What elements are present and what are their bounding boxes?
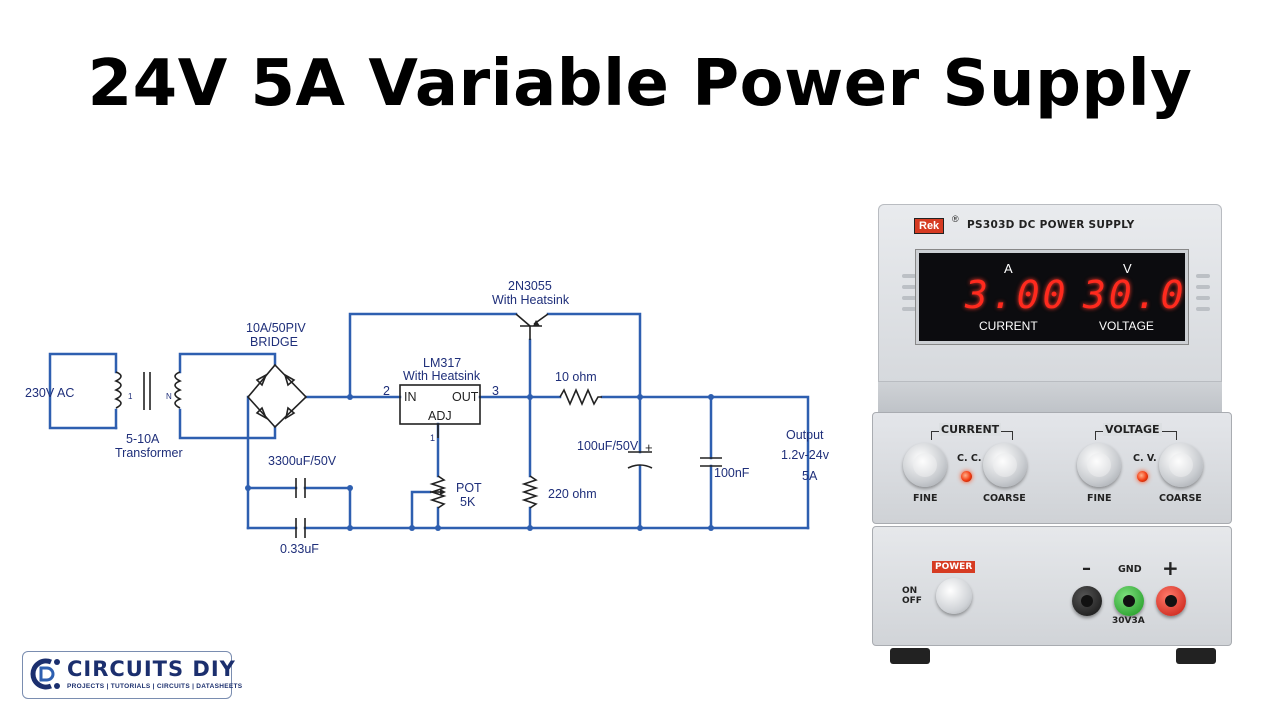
output-voltage-label: 1.2v-24v bbox=[781, 448, 830, 462]
plus-symbol: + bbox=[1162, 556, 1179, 580]
capacitor-100uf bbox=[627, 451, 653, 469]
pot-name-label: POT bbox=[456, 481, 482, 495]
current-coarse-label: COARSE bbox=[983, 493, 1026, 504]
voltage-fine-knob[interactable] bbox=[1077, 443, 1121, 487]
transformer-pin-n: N bbox=[166, 392, 172, 401]
transistor-note-label: With Heatsink bbox=[492, 293, 570, 307]
current-coarse-knob[interactable] bbox=[983, 443, 1027, 487]
current-display-label: CURRENT bbox=[979, 319, 1038, 333]
junction-dots bbox=[245, 394, 714, 531]
lower-panel bbox=[872, 526, 1232, 646]
resistor-10-ohm bbox=[559, 387, 602, 407]
transistor-model-label: 2N3055 bbox=[508, 279, 552, 293]
voltage-display-label: VOLTAGE bbox=[1099, 319, 1154, 333]
negative-terminal[interactable] bbox=[1072, 586, 1102, 616]
reg-out-label: OUT bbox=[452, 390, 479, 404]
power-label: POWER bbox=[932, 561, 976, 573]
rating-label: 30V3A bbox=[1112, 616, 1145, 626]
control-panel: CURRENT VOLTAGE C. C. C. V. FINE COARSE … bbox=[872, 412, 1232, 524]
circuits-diy-logo: CIRCUITS DIY PROJECTS | TUTORIALS | CIRC… bbox=[22, 651, 242, 699]
current-fine-knob[interactable] bbox=[903, 443, 947, 487]
current-fine-label: FINE bbox=[913, 493, 938, 504]
digital-display: A V 3.00 30.0 CURRENT VOLTAGE bbox=[916, 250, 1188, 344]
bridge-rating-label: 10A/50PIV bbox=[246, 321, 306, 335]
capacitor-3300uf bbox=[295, 478, 306, 498]
transformer-pin-1: 1 bbox=[128, 392, 133, 401]
bridge-name-label: BRIDGE bbox=[250, 335, 298, 349]
cv-label: C. V. bbox=[1133, 453, 1157, 464]
current-unit: A bbox=[1004, 261, 1013, 276]
voltage-reading: 30.0 bbox=[1083, 273, 1187, 317]
voltage-group-label: VOLTAGE bbox=[1103, 423, 1162, 436]
logo-mark-icon bbox=[30, 658, 60, 690]
voltage-coarse-label: COARSE bbox=[1159, 493, 1202, 504]
model-label: PS303D DC POWER SUPPLY bbox=[967, 219, 1135, 231]
cap-small-label: 0.33uF bbox=[280, 542, 319, 556]
logo-name: CIRCUITS DIY bbox=[67, 657, 236, 681]
reg-in-label: IN bbox=[404, 390, 417, 404]
transistor-2n3055 bbox=[515, 313, 549, 340]
cap-filter-label: 3300uF/50V bbox=[268, 454, 337, 468]
reg-pin-adj-number: 1 bbox=[430, 433, 435, 443]
capacitor-033uf bbox=[295, 518, 306, 538]
lm317-regulator bbox=[399, 384, 481, 425]
cv-indicator-led bbox=[1137, 471, 1148, 482]
registered-mark: ® bbox=[952, 214, 959, 224]
reg-adj-label: ADJ bbox=[428, 409, 452, 423]
output-label: Output bbox=[786, 428, 824, 442]
page-title: 24V 5A Variable Power Supply bbox=[87, 47, 1193, 121]
ground-terminal[interactable] bbox=[1114, 586, 1144, 616]
minus-symbol: – bbox=[1082, 558, 1091, 579]
voltage-fine-label: FINE bbox=[1087, 493, 1112, 504]
cap-polarity-label: + bbox=[645, 440, 653, 455]
ac-input-label: 230V AC bbox=[25, 386, 74, 400]
regulator-model-label: LM317 bbox=[423, 356, 461, 370]
brand-badge: Rek bbox=[914, 218, 945, 234]
circuit-schematic: 1 N 2 bbox=[25, 279, 830, 556]
output-current-label: 5A bbox=[802, 469, 818, 483]
regulator-note-label: With Heatsink bbox=[403, 369, 481, 383]
power-button[interactable] bbox=[936, 578, 972, 614]
cc-label: C. C. bbox=[957, 453, 982, 464]
resistor-series-label: 10 ohm bbox=[555, 370, 597, 384]
right-vents bbox=[1196, 274, 1210, 318]
cap-decouple-label: 100nF bbox=[714, 466, 750, 480]
bridge-rectifier bbox=[246, 363, 308, 429]
pot-value-label: 5K bbox=[460, 495, 476, 509]
voltage-unit: V bbox=[1123, 261, 1132, 276]
reg-pin-in-number: 2 bbox=[383, 384, 390, 398]
potentiometer-5k bbox=[429, 475, 447, 509]
logo-tagline: PROJECTS | TUTORIALS | CIRCUITS | DATASH… bbox=[67, 683, 243, 690]
power-supply-device: Rek ® PS303D DC POWER SUPPLY A V 3.00 30… bbox=[866, 186, 1240, 672]
on-label: ON bbox=[902, 586, 918, 596]
transformer-rating-label: 5-10A bbox=[126, 432, 160, 446]
transformer-symbol bbox=[114, 371, 182, 410]
cc-indicator-led bbox=[961, 471, 972, 482]
off-label: OFF bbox=[902, 596, 922, 606]
positive-terminal[interactable] bbox=[1156, 586, 1186, 616]
current-reading: 3.00 bbox=[965, 273, 1069, 317]
resistor-220-ohm bbox=[521, 475, 539, 509]
reg-pin-out-number: 3 bbox=[492, 384, 499, 398]
on-off-label: ON OFF bbox=[902, 586, 922, 606]
current-group-label: CURRENT bbox=[939, 423, 1002, 436]
wires bbox=[48, 312, 810, 530]
left-vents bbox=[902, 274, 916, 318]
capacitor-100nf bbox=[700, 457, 722, 467]
resistor-shunt-label: 220 ohm bbox=[548, 487, 597, 501]
gnd-label: GND bbox=[1118, 564, 1142, 575]
cap-output-label: 100uF/50V bbox=[577, 439, 639, 453]
voltage-coarse-knob[interactable] bbox=[1159, 443, 1203, 487]
transformer-name-label: Transformer bbox=[115, 446, 183, 460]
